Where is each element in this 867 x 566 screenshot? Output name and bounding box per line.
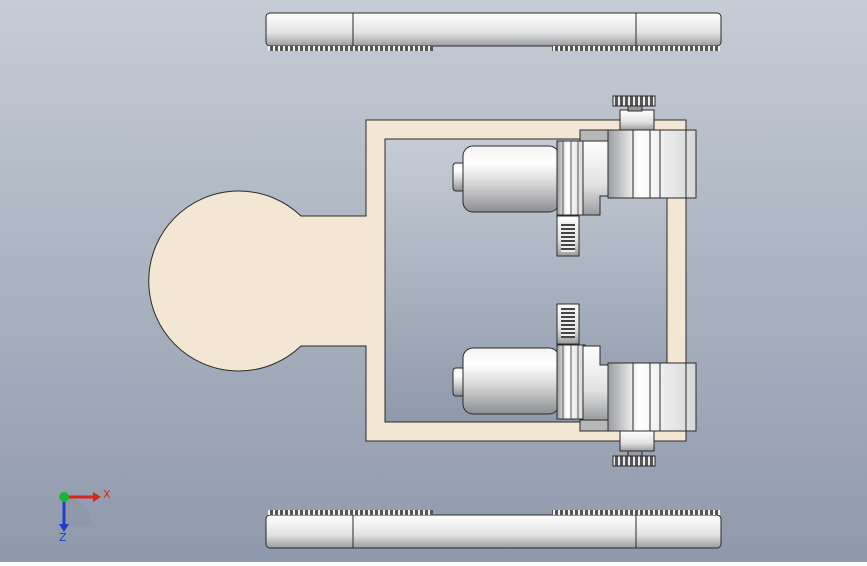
lower-small-gear [556, 303, 580, 345]
coordinate-triad[interactable]: X Z [59, 488, 111, 544]
x-axis-label: X [103, 488, 111, 501]
triad-plane-indicator [64, 497, 92, 525]
upper-small-gear [556, 215, 580, 257]
y-axis-dot [59, 492, 69, 502]
z-axis-arrowhead [59, 524, 69, 532]
upper-motor-assembly[interactable] [452, 95, 697, 257]
lower-motor-assembly[interactable] [452, 303, 697, 467]
z-axis-label: Z [59, 531, 67, 544]
x-axis-arrowhead [93, 492, 101, 502]
bottom-track[interactable] [265, 510, 722, 549]
top-track[interactable] [265, 12, 722, 51]
